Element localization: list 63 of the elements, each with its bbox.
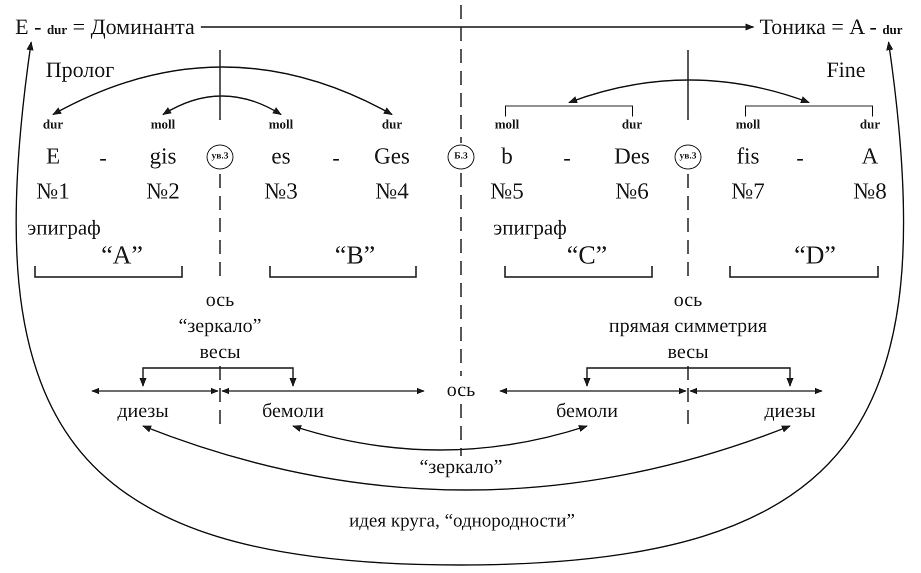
key-name: Ges (374, 144, 410, 168)
key-name: Des (614, 144, 650, 168)
epigraph-label: эпиграф (493, 216, 567, 240)
key-name: A (862, 144, 878, 168)
key-name: es (271, 144, 291, 168)
piece-number: №1 (36, 180, 70, 202)
key-name: E (46, 144, 60, 168)
interval-circle: ув.3 (674, 144, 702, 170)
dash: - (563, 146, 571, 170)
accidental-label: бемоли (262, 400, 324, 422)
interval-circle: Б.3 (448, 144, 474, 170)
key-label: E - dur = Доминанта (15, 14, 195, 40)
piece-number: №8 (853, 180, 887, 202)
piece-number: №4 (375, 180, 409, 202)
bracket (745, 106, 873, 116)
curved-arrow (568, 79, 810, 104)
dash: - (332, 146, 340, 170)
bracket (505, 106, 633, 116)
section-label: Пролог (46, 58, 114, 82)
curved-arrow (142, 425, 791, 491)
accidental-label: бемоли (556, 400, 618, 422)
curved-arrow (16, 41, 904, 566)
section-letter: “A” (101, 242, 143, 270)
bracket-arrow (139, 367, 297, 387)
bracket-arrow (583, 367, 794, 387)
interval-circle: ув.3 (206, 144, 234, 170)
mode-label: dur (382, 118, 402, 130)
key-name: gis (150, 144, 176, 168)
mode-label: dur (42, 118, 64, 130)
balance-label: весы (200, 341, 240, 363)
axis-label: ось (674, 289, 702, 311)
mode-label: moll (268, 118, 294, 130)
mode-label: moll (150, 118, 176, 130)
balance-label: весы (668, 341, 708, 363)
accidental-label: диезы (764, 400, 816, 422)
section-label: Fine (826, 58, 866, 82)
mode-label: moll (494, 118, 520, 130)
curved-arrow (52, 66, 393, 116)
section-letter: “C” (566, 242, 608, 270)
section-letter: “D” (794, 242, 836, 270)
piece-number: №3 (264, 180, 298, 202)
piece-number: №7 (731, 180, 765, 202)
epigraph-label: эпиграф (27, 216, 101, 240)
axis-note: “зеркало” (178, 315, 262, 337)
key-name: fis (736, 144, 760, 168)
mode-label: dur (860, 118, 880, 130)
axis-label: ось (206, 289, 234, 311)
accidental-label: диезы (117, 400, 169, 422)
piece-number: №6 (615, 180, 649, 202)
curved-arrow (162, 95, 282, 116)
arrow (200, 23, 754, 31)
piece-number: №5 (490, 180, 524, 202)
key-name: b (501, 144, 513, 168)
mode-label: dur (622, 118, 642, 130)
curved-arrow (292, 424, 588, 451)
key-label: Тоника = A - dur (759, 14, 903, 40)
dash: - (796, 146, 804, 170)
dash: - (99, 146, 107, 170)
axis-note: прямая симметрия (608, 315, 768, 337)
section-letter: “B” (334, 242, 376, 270)
axis-label: ось (446, 379, 476, 401)
mode-label: moll (736, 118, 760, 130)
piece-number: №2 (146, 180, 180, 202)
